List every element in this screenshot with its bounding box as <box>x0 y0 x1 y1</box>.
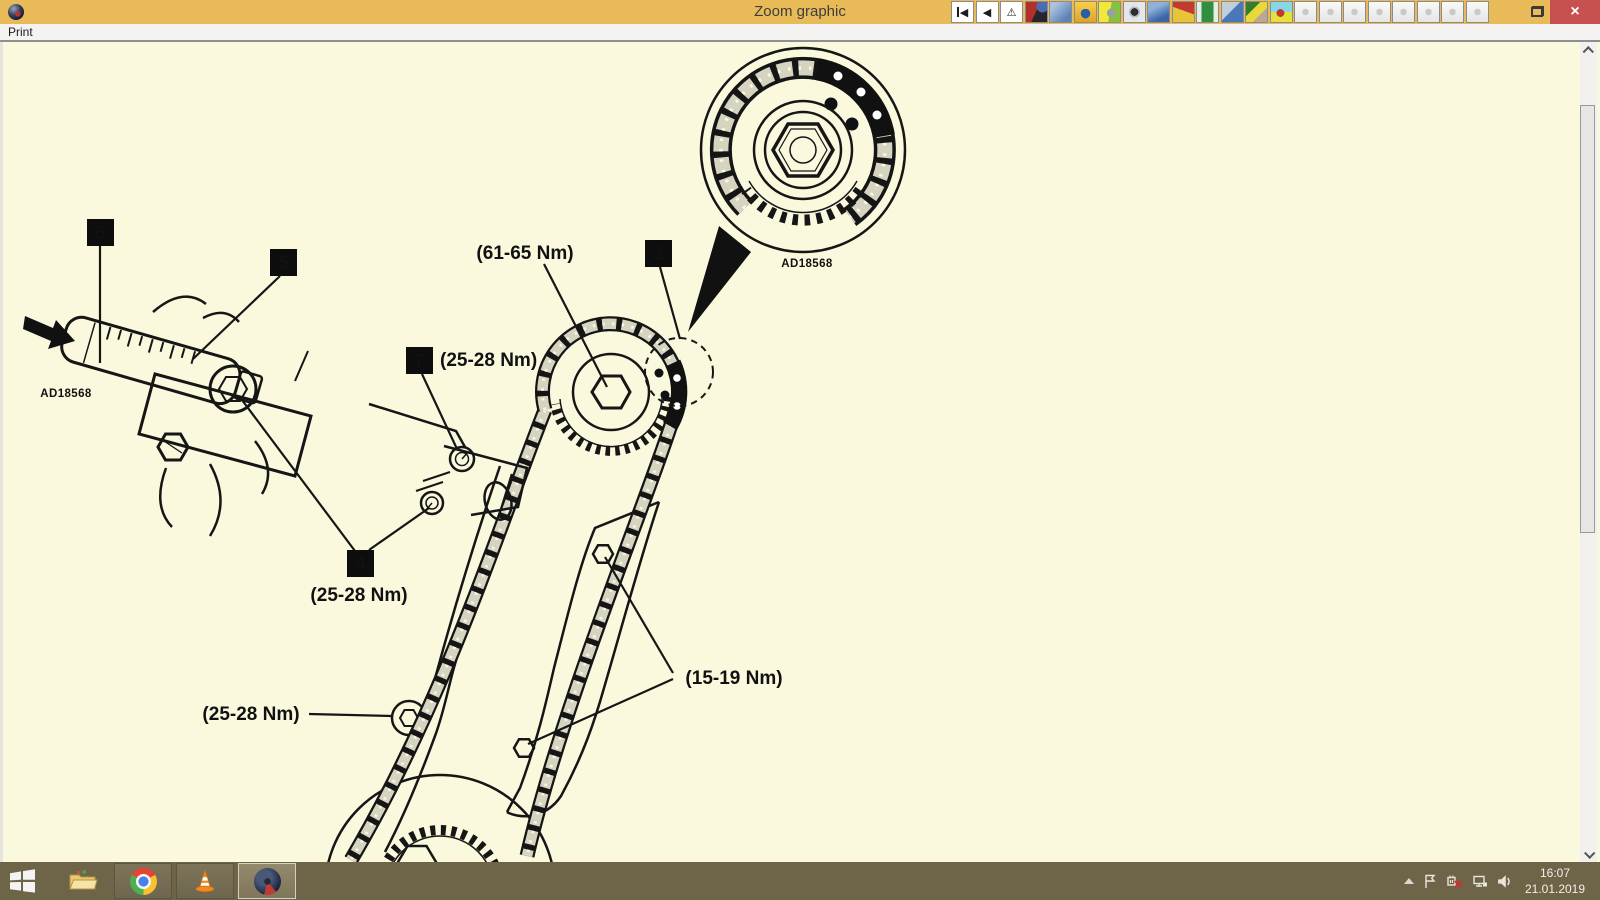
scrollbar-thumb[interactable] <box>1580 105 1595 533</box>
taskbar: 16:07 21.01.2019 <box>0 862 1600 900</box>
toolbar-diagnostics-button[interactable] <box>1098 1 1121 23</box>
taskbar-chrome[interactable] <box>114 863 172 899</box>
torque-tensioner-lower: (25-28 Nm) <box>310 585 407 606</box>
svg-text:6: 6 <box>95 223 106 244</box>
toolbar-wheels-tyres-button[interactable] <box>1122 1 1146 23</box>
toolbar-repair-times-button[interactable] <box>1049 1 1072 23</box>
title-bar: Zoom graphic ◀ ◀ ⚠ × <box>0 0 1600 24</box>
crankshaft-sprocket <box>327 773 553 862</box>
graphic-viewport: 6 5 7 4 3 (61-65 Nm) (25-28 Nm) (25-28 N… <box>0 42 1600 862</box>
svg-text:5: 5 <box>278 253 289 274</box>
chain-guide-right <box>505 500 661 818</box>
timing-chain <box>344 316 714 862</box>
toolbar-service-schedule-button[interactable] <box>1073 1 1097 23</box>
taskbar-file-explorer[interactable] <box>54 863 112 899</box>
clock-time: 16:07 <box>1539 866 1571 880</box>
menu-bar: Print <box>0 24 1600 42</box>
scroll-up-button[interactable] <box>1580 42 1597 59</box>
windows-logo-icon <box>10 869 35 893</box>
toolbar-warning-button[interactable]: ⚠ <box>1000 1 1023 23</box>
torque-camshaft-sprocket: (61-65 Nm) <box>476 243 573 264</box>
timing-chain-diagram: 6 5 7 4 3 (61-65 Nm) (25-28 Nm) (25-28 N… <box>23 46 907 862</box>
taskbar-vlc[interactable] <box>176 863 234 899</box>
toolbar-tools-button[interactable] <box>1245 1 1268 23</box>
toolbar-disabled-7-button <box>1441 1 1464 23</box>
callout-3: 3 <box>645 240 672 267</box>
warning-icon: ⚠ <box>1006 6 1017 19</box>
toolbar-labour-button[interactable] <box>1147 1 1170 23</box>
callout-6: 6 <box>87 219 114 246</box>
toolbar-body-repair-button[interactable] <box>1171 1 1195 23</box>
taskbar-autodata-active[interactable] <box>238 863 296 899</box>
toolbar-technical-data-button[interactable] <box>1220 1 1244 23</box>
magnified-inset <box>688 46 907 332</box>
scroll-down-button[interactable] <box>1580 845 1597 862</box>
toolbar-disabled-1-button <box>1294 1 1317 23</box>
clock-date: 21.01.2019 <box>1524 882 1586 896</box>
toolbar-vehicle-lift-button[interactable] <box>1196 1 1219 23</box>
vlc-cone-icon <box>195 869 215 892</box>
toolbar: ◀ ◀ ⚠ <box>951 1 1489 23</box>
toolbar-disabled-3-button <box>1343 1 1366 23</box>
restore-icon[interactable] <box>1531 6 1544 17</box>
first-icon: ◀ <box>959 6 969 19</box>
chrome-icon <box>129 867 157 895</box>
callout-7: 7 <box>406 347 433 374</box>
vertical-scrollbar[interactable] <box>1580 42 1597 862</box>
toolbar-back-button[interactable]: ◀ <box>975 1 999 23</box>
toolbar-first-button[interactable]: ◀ <box>951 1 974 23</box>
menu-print[interactable]: Print <box>8 25 33 39</box>
tray-expand-icon[interactable] <box>1404 878 1414 884</box>
svg-text:7: 7 <box>414 351 425 372</box>
toolbar-paintwork-button[interactable] <box>1269 1 1293 23</box>
svg-text:4: 4 <box>355 554 366 575</box>
speaker-icon[interactable] <box>1497 874 1512 889</box>
toolbar-disabled-2-button <box>1318 1 1342 23</box>
callout-5: 5 <box>270 249 297 276</box>
file-explorer-icon <box>69 870 98 890</box>
close-icon: × <box>1570 3 1580 20</box>
camshaft-sprocket <box>550 352 673 456</box>
window-title: Zoom graphic <box>754 3 846 20</box>
torque-tensioner-upper: (25-28 Nm) <box>440 350 537 371</box>
chevron-down-icon <box>1583 847 1595 859</box>
audio-device-error-icon[interactable] <box>1446 874 1463 889</box>
callout-4: 4 <box>347 550 374 577</box>
action-center-flag-icon[interactable] <box>1423 874 1437 889</box>
toolbar-dashboard-button[interactable] <box>1024 1 1048 23</box>
start-button[interactable] <box>10 869 40 893</box>
ref-code-tool: AD18568 <box>40 388 92 400</box>
leader-lines <box>98 246 682 746</box>
pointer-arrow-icon <box>23 316 75 349</box>
taskbar-clock[interactable]: 16:07 21.01.2019 <box>1516 865 1594 897</box>
app-logo-icon <box>8 4 24 20</box>
system-tray <box>1404 862 1512 900</box>
toolbar-disabled-6-button <box>1416 1 1440 23</box>
chevron-up-icon <box>1582 45 1594 57</box>
network-icon[interactable] <box>1472 874 1488 889</box>
toolbar-disabled-5-button <box>1392 1 1415 23</box>
back-icon: ◀ <box>982 6 992 19</box>
torque-guide-left: (25-28 Nm) <box>202 704 299 725</box>
toolbar-disabled-8-button <box>1465 1 1489 23</box>
bar-icon <box>956 7 959 17</box>
tensioner-tool <box>23 295 313 537</box>
toolbar-disabled-4-button <box>1367 1 1391 23</box>
svg-text:3: 3 <box>653 244 664 265</box>
autodata-disc-icon <box>253 867 281 895</box>
ref-code-inset: AD18568 <box>781 258 833 270</box>
torque-guide-right: (15-19 Nm) <box>685 668 782 689</box>
close-button[interactable]: × <box>1550 0 1600 24</box>
